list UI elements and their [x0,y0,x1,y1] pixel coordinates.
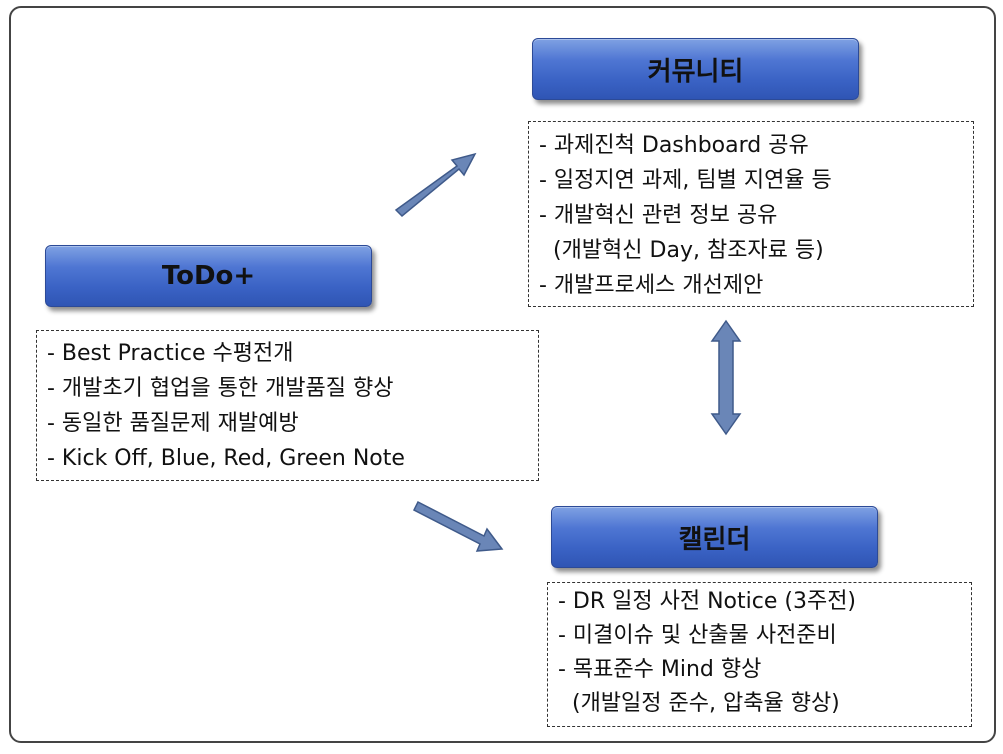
todo-item: - 개발초기 협업을 통한 개발품질 향상 [47,376,394,401]
todo-item: - Best Practice 수평전개 [47,341,294,366]
todo-title: ToDo+ [161,261,256,291]
arrow-todo-to-calendar [412,500,504,552]
community-node: 커뮤니티 [532,38,859,100]
arrow-todo-to-community [394,152,477,218]
todo-item: - Kick Off, Blue, Red, Green Note [47,446,405,471]
calendar-item: - DR 일정 사전 Notice (3주전) [558,589,857,614]
todo-details-box: - Best Practice 수평전개 - 개발초기 협업을 통한 개발품질 … [36,330,539,481]
community-item: (개발혁신 Day, 참조자료 등) [539,238,824,263]
calendar-details-box: - DR 일정 사전 Notice (3주전) - 미결이슈 및 산출물 사전준… [547,582,972,727]
calendar-node: 캘린더 [551,506,878,568]
arrow-community-calendar-bidirectional [710,319,742,436]
community-item: - 개발혁신 관련 정보 공유 [539,203,778,228]
community-item: - 개발프로세스 개선제안 [539,273,764,298]
community-item: - 일정지연 과제, 팀별 지연율 등 [539,168,832,193]
calendar-item: (개발일정 준수, 압축율 향상) [558,691,840,716]
community-item: - 과제진척 Dashboard 공유 [539,133,809,158]
community-details-box: - 과제진척 Dashboard 공유 - 일정지연 과제, 팀별 지연율 등 … [528,121,974,307]
todo-item: - 동일한 품질문제 재발예방 [47,411,299,436]
calendar-item: - 목표준수 Mind 향상 [558,657,762,682]
community-title: 커뮤니티 [647,56,744,87]
calendar-title: 캘린더 [678,524,751,555]
calendar-item: - 미결이슈 및 산출물 사전준비 [558,623,837,648]
todo-node: ToDo+ [45,245,372,307]
